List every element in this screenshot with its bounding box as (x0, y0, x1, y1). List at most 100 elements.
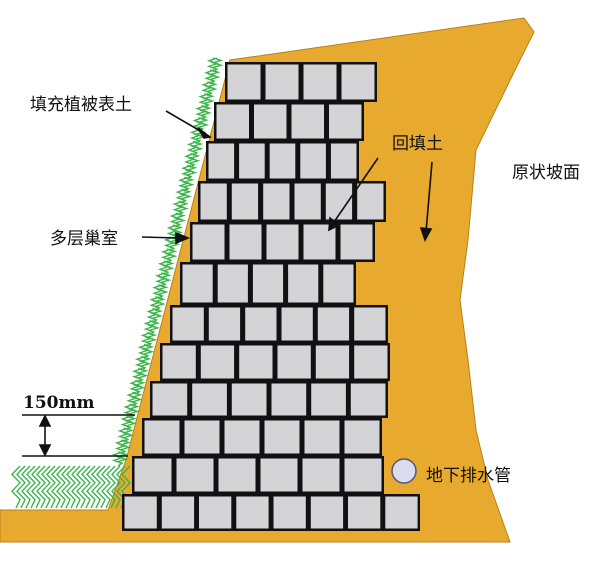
backfill-arrowhead (328, 216, 341, 232)
vegetation-stroke (164, 248, 178, 262)
vegetation-stroke (51, 465, 61, 509)
vegetation-stroke (201, 93, 215, 107)
cell-block (341, 64, 375, 100)
cell-block (344, 458, 382, 492)
cell-block (217, 264, 248, 303)
vegetation-stroke (91, 465, 101, 509)
cell-block (294, 183, 321, 220)
block-row-frame (198, 181, 386, 222)
original-slope-arrowhead (419, 227, 433, 242)
cell-block (330, 143, 357, 179)
vegetation-stroke (178, 188, 192, 202)
leader-lines (22, 110, 433, 457)
cell-block (208, 307, 241, 341)
cell-block (245, 307, 277, 341)
vegetation-stroke (199, 105, 212, 119)
vegetation-stroke (176, 200, 189, 214)
dim-arrow-down (38, 444, 52, 457)
vegetation-stroke (138, 355, 152, 370)
cell-block (271, 383, 307, 416)
vegetation-stroke (173, 212, 187, 226)
vegetation-stroke (16, 465, 26, 509)
dim-arrow-up (38, 414, 52, 427)
cell-block (304, 420, 340, 454)
cell-block (260, 458, 298, 492)
cell-block (303, 224, 336, 260)
cell-block (350, 383, 386, 416)
cell-block (302, 458, 340, 492)
cell-block (162, 345, 196, 379)
vegetation-stroke (152, 296, 166, 310)
vegetation-stroke (124, 415, 138, 429)
backfill-leader (333, 157, 379, 223)
cell-block (348, 496, 381, 529)
cell-block (172, 307, 204, 341)
vegetation-stroke (61, 465, 71, 509)
vegetation-stroke (118, 439, 132, 453)
vegetation-stroke (86, 465, 96, 509)
vegetation-stroke (129, 391, 143, 405)
cell-block (239, 143, 265, 179)
cell-block (354, 345, 388, 379)
vegetation-stroke (41, 465, 51, 509)
vegetation-stroke (96, 465, 106, 509)
block-row-frame (132, 456, 384, 494)
label-layer-height: 150mm (23, 393, 95, 413)
vegetation-stroke (76, 465, 86, 509)
vegetation-stroke (66, 465, 76, 509)
cell-block (184, 420, 220, 454)
vegetation-stroke (184, 164, 198, 179)
vegetation-stroke (71, 465, 81, 509)
cell-block (134, 458, 172, 492)
vegetation-stroke (187, 152, 201, 167)
label-backfill-soil: 回填土 (392, 134, 443, 154)
block-row-frame (150, 381, 388, 418)
cell-block (310, 496, 344, 529)
vegetation-stroke (135, 367, 149, 382)
cell-block (218, 458, 256, 492)
cell-block (192, 383, 227, 416)
vegetation-stroke (181, 176, 195, 190)
cells-leader (141, 236, 179, 239)
cell-block (344, 420, 380, 454)
original-slope-arrow-line (425, 161, 433, 233)
cell-block (300, 143, 326, 179)
vegetation-stroke (121, 427, 135, 441)
vegetation-stroke (158, 272, 172, 286)
cell-block (144, 420, 180, 454)
vegetation-stroke (21, 465, 31, 509)
vegetation-stroke (196, 117, 210, 131)
cell-block (236, 496, 269, 529)
cell-block (224, 420, 260, 454)
vegetation-stroke (141, 343, 155, 358)
block-row-frame (170, 305, 388, 343)
vegetation-stroke (26, 465, 36, 509)
cell-block (161, 496, 195, 529)
cell-block (239, 345, 273, 379)
block-row-frame (160, 343, 390, 381)
cell-block (200, 345, 235, 379)
cell-block (354, 307, 386, 341)
cell-block (317, 307, 350, 341)
cell-block (273, 496, 306, 529)
cell-block-wall (122, 62, 420, 531)
vegetation-stroke (111, 465, 121, 509)
label-multilayer-cells: 多层巢室 (50, 229, 118, 249)
vegetation-stroke (207, 69, 221, 83)
cell-block (231, 383, 267, 416)
cell-block (208, 143, 235, 179)
cell-block (303, 64, 337, 100)
vegetation-stroke (190, 140, 204, 155)
vegetation-stroke (132, 379, 146, 393)
cell-block (199, 496, 232, 529)
vegetation-stroke (36, 465, 46, 509)
cell-block (152, 383, 188, 416)
block-row-frame (142, 418, 382, 456)
vegetation-stroke (155, 284, 169, 298)
vegetation-stroke (115, 451, 129, 465)
drain-pipe-icon (391, 458, 417, 484)
label-fill-planting-soil: 填充植被表土 (30, 95, 132, 115)
cell-block (315, 345, 350, 379)
vegetation-stroke (170, 224, 184, 238)
vegetation-stroke (11, 465, 21, 509)
